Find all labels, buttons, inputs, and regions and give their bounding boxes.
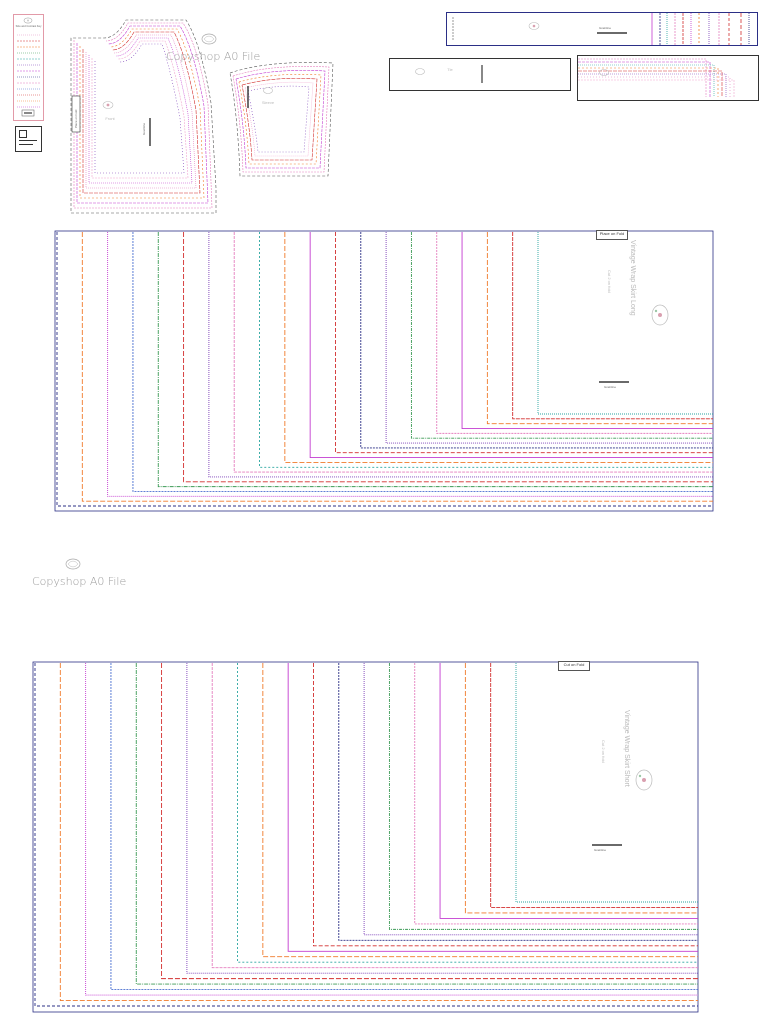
skirt-long-cut-text: Cut 2 on fold: [607, 270, 612, 293]
size-outline-line: [410, 232, 713, 439]
binding-strip: Grainline: [446, 12, 758, 46]
size-outline-line: [259, 232, 713, 468]
skirt-short-lines: [32, 661, 699, 1013]
logo-icon: [23, 17, 33, 24]
front-fold-label: Place on Fold: [74, 109, 78, 128]
size-chart-rows: [17, 34, 40, 117]
copyshop-label-middle: Copyshop A0 File: [32, 575, 127, 588]
size-outline-line: [537, 232, 713, 415]
skirt-short-fold-tag: Cut on Fold: [558, 661, 590, 671]
size-outline-line: [512, 232, 713, 420]
skirt-short-cut-text: Cut 2 on fold: [601, 740, 606, 763]
skirt-long-title: Vintage Wrap Skirt Long: [629, 240, 636, 316]
size-outline-line: [284, 232, 713, 463]
size-outline-line: [56, 232, 713, 507]
size-outline-line: [335, 232, 713, 454]
size-outline-line: [186, 663, 698, 974]
size-outline-line: [461, 232, 713, 429]
size-outline-line: [486, 232, 713, 425]
size-outline-line: [464, 663, 698, 914]
size-outline-line: [436, 232, 713, 434]
copyshop-label-top: Copyshop A0 File: [166, 50, 261, 63]
sleeve-logo-icon: [262, 86, 274, 95]
size-outline-line: [132, 232, 713, 492]
size-outline-line: [262, 663, 698, 958]
front-title: Front: [105, 116, 115, 121]
copyshop-logo-icon: [200, 32, 218, 46]
test-square: [15, 126, 42, 152]
size-chart: Size and Contrast Key: [13, 14, 44, 121]
sleeve-lines: [229, 62, 334, 177]
tie-strip: Tie: [389, 58, 571, 91]
size-outline-line: [135, 663, 698, 985]
skirt-long-grainline-label: Grainline: [604, 385, 617, 389]
front-bodice-lines: [70, 19, 217, 214]
size-outline-line: [161, 663, 698, 980]
size-outline-line: [211, 663, 698, 969]
front-grainline-label: Grainline: [142, 122, 146, 135]
front-logo-icon: [101, 100, 115, 110]
copyshop-logo-icon-2: [64, 557, 82, 571]
size-outline-line: [385, 232, 713, 444]
skirt-long-lines: [54, 230, 714, 512]
binding-logo-icon: [527, 21, 541, 31]
size-outline-line: [388, 663, 698, 930]
size-chart-title: Size and Contrast Key: [15, 25, 42, 28]
size-outline-line: [85, 663, 698, 996]
tie-logo-icon: [414, 67, 426, 76]
size-outline-line: [360, 232, 713, 449]
skirt-long-logo-icon: [650, 303, 670, 327]
size-outline-line: [414, 663, 698, 925]
size-outline-line: [59, 663, 698, 1001]
size-outline-line: [183, 232, 713, 483]
skirt-short-logo-icon: [634, 768, 654, 792]
size-outline-line: [81, 232, 713, 502]
size-outline-line: [439, 663, 698, 919]
skirt-short-grainline-label: Grainline: [594, 848, 607, 852]
size-outline-line: [287, 663, 698, 952]
size-outline-line: [107, 232, 713, 497]
sleeve-title: Sleeve: [261, 100, 275, 105]
size-outline-line: [34, 663, 698, 1007]
size-outline-line: [313, 663, 698, 947]
binding-grainline-label: Grainline: [599, 26, 612, 30]
size-outline-line: [490, 663, 698, 908]
size-outline-line: [157, 232, 713, 488]
neckband-piece: [577, 55, 759, 101]
size-outline-line: [363, 663, 698, 936]
size-outline-line: [233, 232, 713, 473]
tie-title: Tie: [447, 67, 453, 72]
size-outline-line: [208, 232, 713, 478]
size-outline-line: [110, 663, 698, 991]
skirt-long-fold-tag: Place on Fold: [596, 230, 628, 240]
size-outline-line: [515, 663, 698, 903]
neckband-logo-icon: [598, 68, 610, 77]
size-outline-line: [338, 663, 698, 941]
size-outline-line: [309, 232, 713, 459]
skirt-short-title: Vintage Wrap Skirt Short: [623, 710, 630, 787]
